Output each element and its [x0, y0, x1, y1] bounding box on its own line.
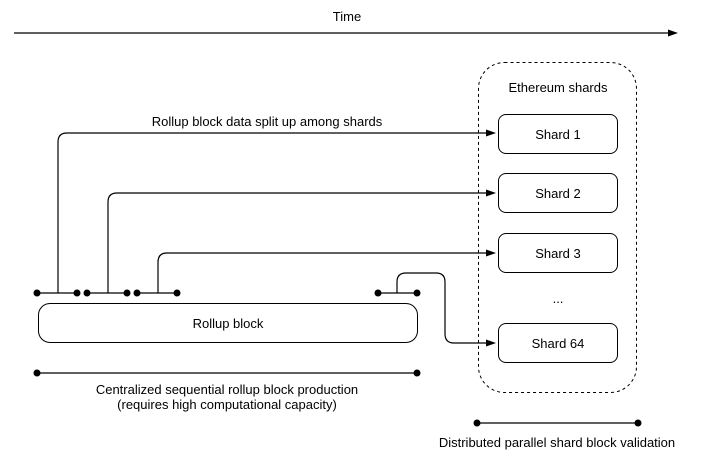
endpoint-dot [133, 289, 141, 297]
time-axis-label: Time [332, 9, 362, 24]
endpoint-dot [413, 289, 421, 297]
endpoint-dot [33, 369, 41, 377]
endpoint-dot [473, 419, 481, 427]
rollup-data-segment-3 [133, 289, 181, 297]
endpoint-dot [73, 289, 81, 297]
endpoint-dot [83, 289, 91, 297]
arrow-to-shard-2 [107, 189, 496, 293]
rollup-data-segment-64 [374, 289, 421, 297]
ethereum-shards-title: Ethereum shards [508, 80, 608, 95]
validation-caption: Distributed parallel shard block validat… [438, 435, 676, 450]
rollup-data-segment-2 [83, 289, 131, 297]
ethereum-shards-container [478, 62, 637, 393]
rollup-split-label: Rollup block data split up among shards [151, 114, 383, 129]
endpoint-dot [634, 419, 642, 427]
shard-2-box: Shard 2 [498, 173, 618, 213]
production-caption: Centralized sequential rollup block prod… [37, 382, 417, 412]
shard-64-box: Shard 64 [498, 323, 618, 363]
production-caption-line2: (requires high computational capacity) [117, 397, 337, 412]
production-span-line [33, 369, 421, 377]
shards-ellipsis: ... [552, 291, 564, 306]
endpoint-dot [173, 289, 181, 297]
rollup-block-box: Rollup block [38, 303, 418, 343]
arrow-to-shard-3 [157, 249, 496, 293]
arrow-to-shard-64 [396, 272, 496, 347]
production-caption-line1: Centralized sequential rollup block prod… [95, 382, 359, 397]
endpoint-dot [123, 289, 131, 297]
shard-1-box: Shard 1 [498, 114, 618, 154]
shard-3-box: Shard 3 [498, 233, 618, 273]
rollup-data-segment-1 [33, 289, 81, 297]
endpoint-dot [413, 369, 421, 377]
arrow-to-shard-1 [57, 129, 496, 293]
endpoint-dot [374, 289, 382, 297]
endpoint-dot [33, 289, 41, 297]
validation-span-line [473, 419, 642, 427]
